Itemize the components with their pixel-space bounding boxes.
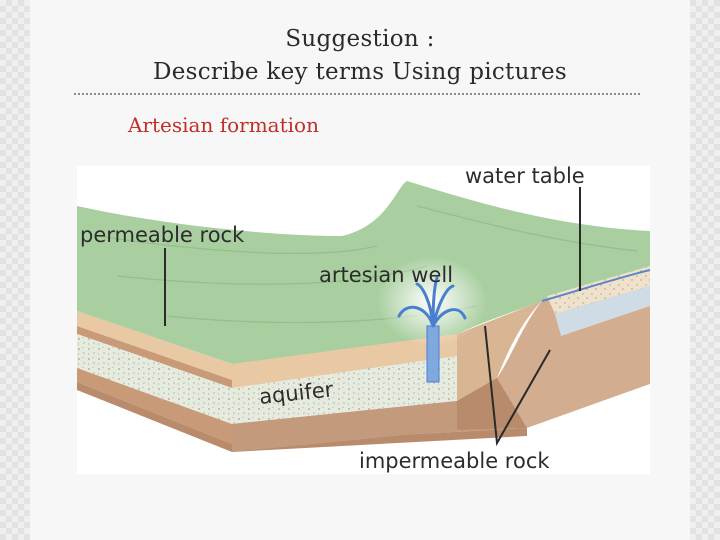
label-permeable-rock: permeable rock: [80, 223, 245, 247]
ground-surface: [77, 181, 650, 364]
slide-title-line-1: Suggestion :: [285, 26, 435, 52]
label-pointers: [164, 187, 581, 447]
artesian-well: [377, 256, 487, 383]
slide-title-line-2: Describe key terms Using pictures: [152, 59, 568, 85]
artesian-formation-diagram: water table permeable rock artesian well…: [77, 166, 650, 474]
subheading: Artesian formation: [128, 113, 319, 137]
label-impermeable-rock: impermeable rock: [359, 449, 550, 473]
label-artesian-well: artesian well: [319, 263, 453, 287]
label-water-table: water table: [465, 166, 585, 188]
title-divider: [74, 93, 640, 95]
rock-layers: [77, 301, 650, 474]
